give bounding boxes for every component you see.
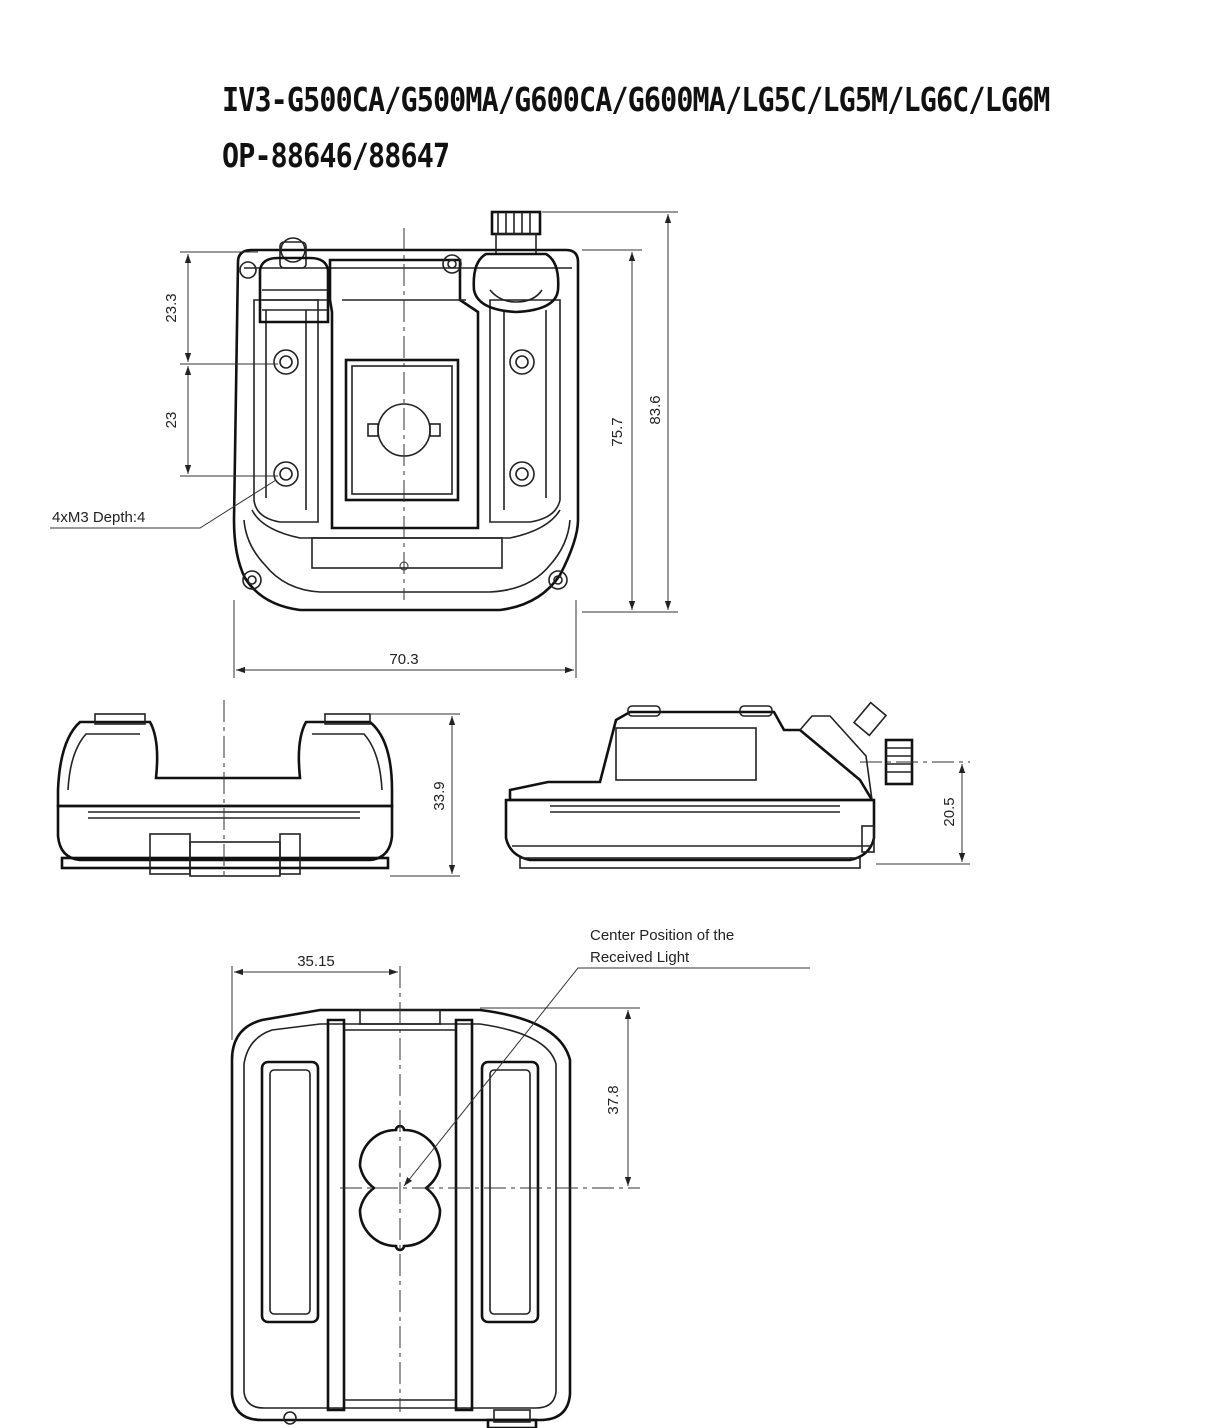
dim-inner-height: 75.7: [609, 417, 626, 446]
top-view: 23.3 23 75.7 83.6 70.3 4xM3 Depth:4: [50, 210, 678, 678]
drawing-title-options: OP-88646/88647: [222, 136, 450, 175]
mounting-hole: [509, 349, 535, 375]
front-view: 33.9: [56, 700, 460, 877]
dim-total-height: 83.6: [647, 395, 664, 424]
bottom-view: 35.15 37.8 Center Position of the Receiv…: [230, 927, 810, 1428]
callout-holes: 4xM3 Depth:4: [52, 509, 145, 526]
mounting-hole: [509, 461, 535, 487]
dim-width: 70.3: [389, 651, 418, 668]
dim-connector-height: 20.5: [941, 797, 958, 826]
dim-center-y: 37.8: [605, 1085, 622, 1114]
callout-line-2: Received Light: [590, 949, 690, 966]
mounting-hole: [273, 349, 299, 375]
dim-front-height: 33.9: [431, 781, 448, 810]
dim-center-x: 35.15: [297, 953, 335, 970]
side-view: 20.5: [504, 701, 970, 869]
callout-line-1: Center Position of the: [590, 927, 734, 944]
dim-hole-pitch: 23: [163, 412, 180, 429]
drawing-title-models: IV3-G500CA/G500MA/G600CA/G600MA/LG5C/LG5…: [222, 80, 1050, 119]
dim-top-segment: 23.3: [163, 293, 180, 322]
mounting-hole: [273, 461, 299, 487]
